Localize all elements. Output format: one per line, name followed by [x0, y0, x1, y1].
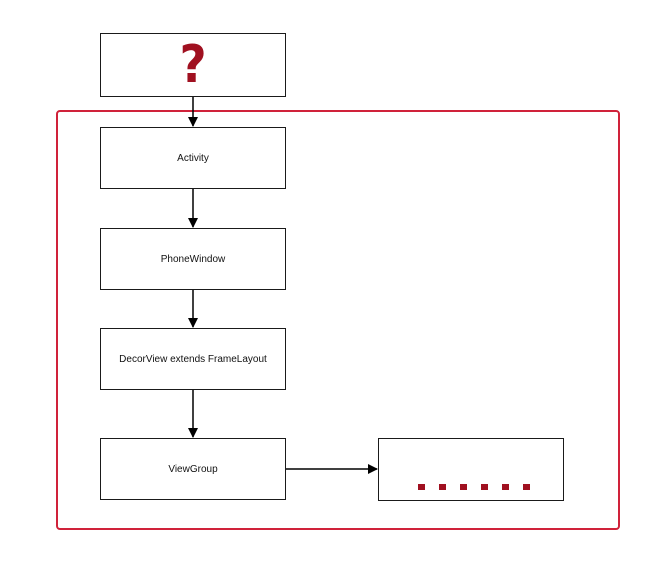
ellipsis-dot — [481, 484, 488, 490]
node-activity: Activity — [100, 127, 286, 189]
node-decorview-label: DecorView extends FrameLayout — [119, 353, 267, 365]
node-more — [378, 438, 564, 501]
question-mark-icon: ? — [179, 35, 207, 95]
ellipsis-dot — [523, 484, 530, 490]
highlight-frame — [56, 110, 620, 530]
ellipsis-dot — [418, 484, 425, 490]
node-question: ? — [100, 33, 286, 97]
node-viewgroup: ViewGroup — [100, 438, 286, 500]
node-phonewindow-label: PhoneWindow — [160, 253, 226, 265]
ellipsis-dot — [502, 484, 509, 490]
node-decorview: DecorView extends FrameLayout — [100, 328, 286, 390]
ellipsis-dot — [439, 484, 446, 490]
ellipsis-dots — [418, 484, 530, 490]
ellipsis-dot — [460, 484, 467, 490]
node-viewgroup-label: ViewGroup — [168, 463, 218, 475]
node-phonewindow: PhoneWindow — [100, 228, 286, 290]
node-activity-label: Activity — [177, 152, 209, 164]
